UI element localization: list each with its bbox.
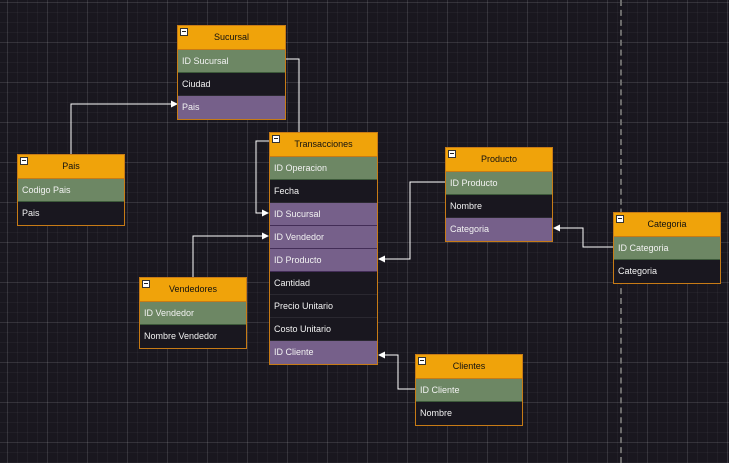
- collapse-icon[interactable]: [272, 135, 280, 143]
- collapse-icon[interactable]: [142, 280, 150, 288]
- entity-title: Sucursal: [213, 32, 249, 42]
- attribute-field[interactable]: Costo Unitario: [270, 318, 377, 341]
- primary-key-field[interactable]: ID Sucursal: [178, 50, 285, 73]
- entity-title: Producto: [480, 154, 518, 164]
- foreign-key-field[interactable]: Pais: [178, 96, 285, 119]
- attribute-field[interactable]: Nombre Vendedor: [140, 325, 246, 348]
- entity-header[interactable]: Vendedores: [140, 278, 246, 302]
- link-vendedores-to-transacciones[interactable]: [192, 232, 269, 277]
- collapse-icon[interactable]: [180, 28, 188, 36]
- foreign-key-field[interactable]: ID Cliente: [270, 341, 377, 364]
- primary-key-field[interactable]: ID Operacion: [270, 157, 377, 180]
- link-categoria-to-producto[interactable]: [553, 224, 613, 248]
- link-clientes-to-transacciones[interactable]: [378, 351, 415, 390]
- collapse-icon[interactable]: [20, 157, 28, 165]
- collapse-icon[interactable]: [616, 215, 624, 223]
- attribute-field[interactable]: Cantidad: [270, 272, 377, 295]
- collapse-icon[interactable]: [418, 357, 426, 365]
- attribute-field[interactable]: Precio Unitario: [270, 295, 377, 318]
- entity-header[interactable]: Transacciones: [270, 133, 377, 157]
- entity-header[interactable]: Sucursal: [178, 26, 285, 50]
- attribute-field[interactable]: Ciudad: [178, 73, 285, 96]
- entity-title: Transacciones: [294, 139, 353, 149]
- primary-key-field[interactable]: ID Categoria: [614, 237, 720, 260]
- entity-title: Pais: [62, 161, 80, 171]
- primary-key-field[interactable]: ID Cliente: [416, 379, 522, 402]
- primary-key-field[interactable]: ID Vendedor: [140, 302, 246, 325]
- foreign-key-field[interactable]: ID Vendedor: [270, 226, 377, 249]
- foreign-key-field[interactable]: ID Sucursal: [270, 203, 377, 226]
- entity-header[interactable]: Clientes: [416, 355, 522, 379]
- primary-key-field[interactable]: ID Producto: [446, 172, 552, 195]
- attribute-field[interactable]: Pais: [18, 202, 124, 225]
- attribute-field[interactable]: Nombre: [446, 195, 552, 218]
- entity-header[interactable]: Pais: [18, 155, 124, 179]
- entity-header[interactable]: Categoria: [614, 213, 720, 237]
- entity-title: Categoria: [647, 219, 687, 229]
- link-producto-to-transacciones[interactable]: [378, 181, 445, 263]
- entity-header[interactable]: Producto: [446, 148, 552, 172]
- entity-title: Clientes: [452, 361, 486, 371]
- foreign-key-field[interactable]: ID Producto: [270, 249, 377, 272]
- collapse-icon[interactable]: [448, 150, 456, 158]
- attribute-field[interactable]: Nombre: [416, 402, 522, 425]
- foreign-key-field[interactable]: Categoria: [446, 218, 552, 241]
- attribute-field[interactable]: Categoria: [614, 260, 720, 283]
- link-pais-to-sucursal[interactable]: [70, 100, 178, 154]
- primary-key-field[interactable]: Codigo Pais: [18, 179, 124, 202]
- attribute-field[interactable]: Fecha: [270, 180, 377, 203]
- entity-title: Vendedores: [168, 284, 218, 294]
